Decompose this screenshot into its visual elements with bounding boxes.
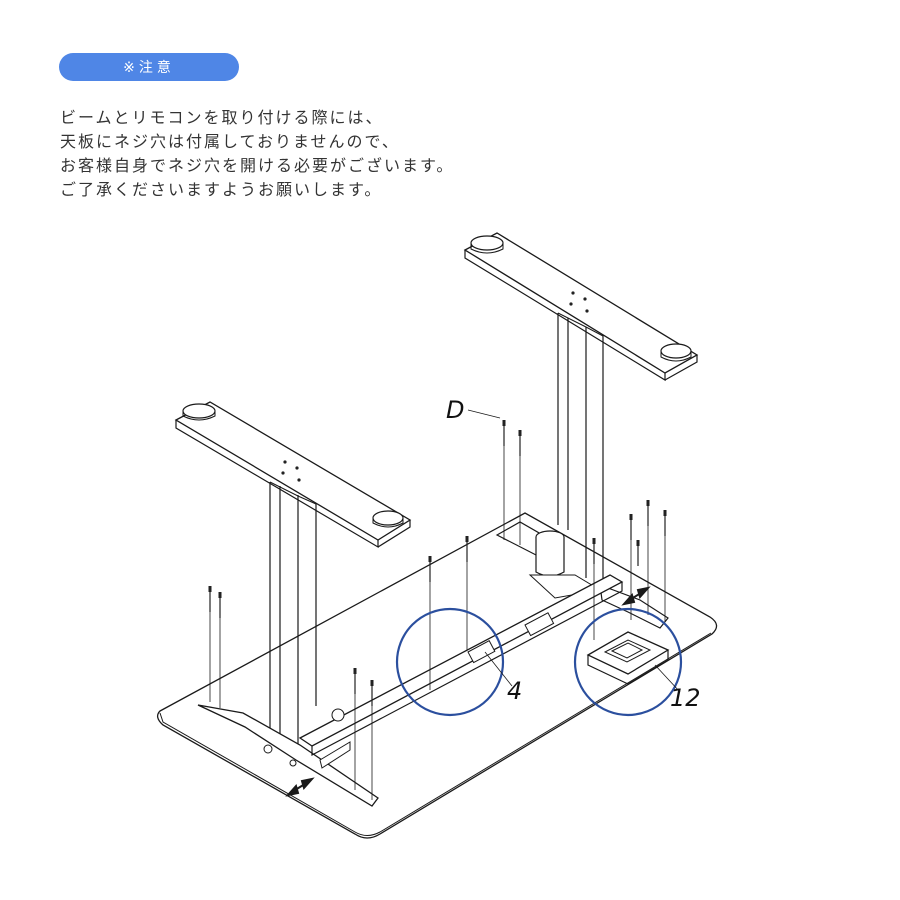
controller-highlight-circle [573, 607, 683, 717]
left-leg [174, 401, 412, 807]
callout-label-d: D [446, 396, 464, 424]
callout-leader-d [467, 409, 501, 419]
notice-badge: ※注意 [59, 53, 239, 81]
notice-line: 天板にネジ穴は付属しておりませんので、 [60, 132, 400, 151]
notice-text: ビームとリモコンを取り付ける際には、 天板にネジ穴は付属しておりませんので、 お… [60, 106, 620, 202]
right-leg [463, 232, 699, 629]
beam-highlight-circle [395, 607, 505, 717]
callout-label-4: 4 [507, 677, 522, 705]
callout-leader-4 [484, 651, 513, 687]
adjust-arrow-left [285, 777, 315, 797]
adjust-arrow-right [621, 586, 651, 606]
screws [208, 418, 667, 800]
notice-line: お客様自身でネジ穴を開ける必要がございます。 [60, 156, 455, 175]
crossbeam [298, 574, 624, 769]
notice-badge-label: ※注意 [123, 60, 175, 76]
notice-line: ビームとリモコンを取り付ける際には、 [60, 108, 384, 127]
notice-line: ご了承くださいますようお願いします。 [60, 180, 383, 199]
controller [586, 631, 670, 685]
callout-leader-12 [654, 664, 681, 693]
callout-label-12: 12 [670, 684, 701, 712]
